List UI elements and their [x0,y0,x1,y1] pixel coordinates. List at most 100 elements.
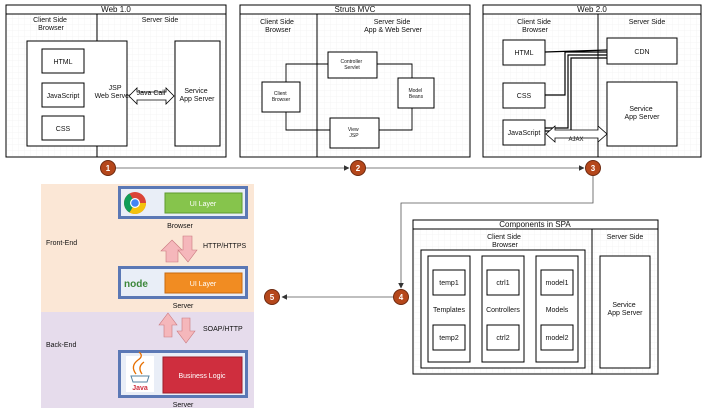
ctrl1-label: ctrl1 [496,280,509,287]
web1-client-header: Client Side Browser [33,17,69,32]
model2-label: model2 [546,335,569,342]
temp1-box [432,269,466,296]
web2-cdn-box [606,37,678,65]
chrome-logo [124,192,146,214]
web1-css-box [41,115,85,141]
ctrl2-label: ctrl2 [496,335,509,342]
spa-client-header: Client Side Browser [487,234,523,249]
struts-cycle-lines [285,63,413,131]
soap-up-arrow [158,312,178,338]
step-2-label: 2 [356,164,361,173]
web2-javascript-label: JavaScript [508,130,541,137]
web2-service-box [606,81,678,147]
web1-service-box [174,40,221,147]
web1-service-label: Service App Server [179,88,215,103]
web1-javascript-label: JavaScript [47,93,80,100]
ui-layer-orange-box [164,272,243,294]
model1-box [540,269,574,296]
business-logic-box [162,356,243,394]
web2-cdn-label: CDN [634,49,649,56]
web1-title: Web 1.0 [101,5,131,14]
front-end-label: Front-End [46,240,77,247]
http-label: HTTP/HTTPS [203,243,246,250]
server-caption-2: Server [173,402,194,409]
web2-html-label: HTML [514,50,533,57]
soap-label: SOAP/HTTP [203,326,243,333]
ctrl1-box [486,269,520,296]
web1-java-call-label: Java Call [137,90,166,97]
ui-layer-green-label: UI Layer [190,201,217,208]
java-logo-icon [126,351,154,392]
web1-panel: Web 1.0 Client Side Browser Server Side … [5,4,227,158]
web2-css-box [502,82,546,109]
java-logo-text: Java [132,385,148,392]
business-logic-label: Business Logic [178,373,226,380]
templates-label: Templates [433,307,465,314]
step-4-label: 4 [399,293,404,302]
spa-title: Components in SPA [499,220,571,229]
web2-panel: Web 2.0 Client Side Browser Server Side … [482,4,702,158]
web2-ajax-arrow [545,125,608,143]
flow-connectors [115,165,594,300]
web2-ajax-label: AJAX [568,137,583,143]
struts-model-label: Model Beans [408,88,423,100]
struts-panel: Struts MVC Client Side Browser Server Si… [239,4,471,158]
web2-client-header: Client Side Browser [517,19,553,34]
struts-view-label: View JSP [348,127,360,139]
web2-server-header: Server Side [629,19,666,26]
node-logo: node [124,279,148,290]
temp2-label: temp2 [439,335,459,342]
browser-caption: Browser [167,223,193,230]
web2-title: Web 2.0 [577,5,607,14]
spa-service-label: Service App Server [607,302,643,317]
spa-panel: Components in SPA Client Side Browser Se… [412,219,659,375]
struts-view-box [329,117,380,149]
web1-html-label: HTML [53,59,72,66]
ctrl2-box [486,324,520,351]
struts-client-header: Client Side Browser [260,19,296,34]
server-caption: Server [173,303,194,310]
web1-javascript-box [41,82,85,108]
models-label: Models [546,307,569,314]
struts-model-box [397,77,435,109]
step-5-circle [264,289,280,305]
struts-client-box [261,81,301,113]
stack-diagram: Front-End Back-End UI Layer Browser HTTP… [41,184,254,409]
back-end-label: Back-End [46,342,76,349]
web2-service-label: Service App Server [624,106,660,121]
step-4-circle [393,289,409,305]
web2-css-label: CSS [517,93,532,100]
web1-server-header: Server Side [142,17,179,24]
spa-server-header: Server Side [607,234,644,241]
web1-jsp-server-label: JSP Web Server [95,85,132,100]
web1-java-call-arrow [128,87,175,105]
step-5-label: 5 [270,293,275,302]
model2-box [540,324,574,351]
web1-css-label: CSS [56,126,71,133]
step-markers: 1 2 3 4 5 [100,160,601,305]
http-down-arrow [177,235,198,263]
step-2-circle [350,160,366,176]
web1-html-box [41,48,85,74]
struts-title: Struts MVC [335,5,376,14]
temp2-box [432,324,466,351]
ui-layer-green-box [164,192,243,214]
step-3-circle [585,160,601,176]
soap-down-arrow [176,317,196,344]
ui-layer-orange-label: UI Layer [190,281,217,288]
web2-html-box [502,39,546,66]
spa-service-box [599,255,651,369]
step-1-circle [100,160,116,176]
model1-label: model1 [546,280,569,287]
web2-javascript-box [502,119,546,146]
struts-server-header: Server Side App & Web Server [364,19,423,34]
temp1-label: temp1 [439,280,459,287]
struts-controller-label: Controller Servlet [340,59,363,71]
controllers-label: Controllers [486,307,520,314]
struts-controller-box [327,51,378,79]
web2-cdn-links [544,49,608,132]
struts-client-label: Client Browser [272,91,291,103]
step-1-label: 1 [106,164,111,173]
step-3-label: 3 [591,164,596,173]
